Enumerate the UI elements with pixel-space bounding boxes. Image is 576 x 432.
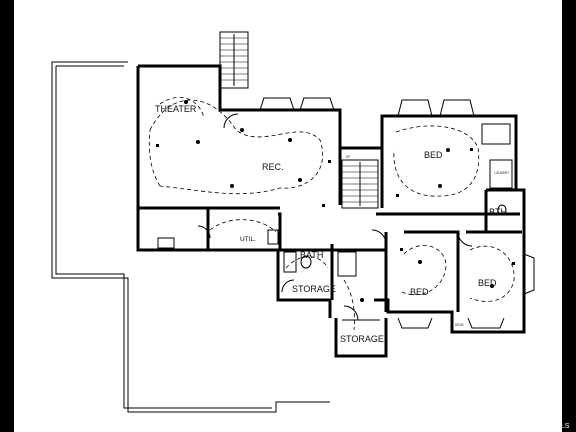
window-wells-top [259, 97, 535, 329]
room-label-storage-bottom: STORAGE [340, 334, 384, 344]
fixtures [157, 123, 513, 277]
room-label-theater: THEATER [155, 104, 197, 114]
stairs-center [341, 159, 379, 209]
room-label-bed-upper: BED [424, 150, 443, 160]
electrical-devices [156, 100, 515, 302]
room-label-bed-lower-right: BED [478, 278, 497, 288]
room-label-bath-right: BTH [489, 207, 507, 217]
plan-sheet [14, 0, 562, 432]
svg-text:DESK: DESK [455, 324, 464, 328]
stairs-upper [219, 31, 249, 89]
room-label-bath-center: BATH [300, 250, 323, 260]
room-label-util: UTIL. [240, 236, 256, 243]
mls-watermark: MLS [555, 423, 570, 430]
room-label-rec: REC. [262, 162, 284, 172]
wiring [148, 97, 515, 331]
storage-alcove [334, 318, 388, 358]
svg-text:LAUNDRY: LAUNDRY [494, 172, 510, 176]
door-swings [197, 113, 473, 321]
outer-outline [51, 61, 330, 413]
svg-text:UP: UP [346, 156, 350, 160]
room-label-bed-lower-left: BED [410, 287, 429, 297]
room-label-storage-center: STORAGE [292, 284, 336, 294]
